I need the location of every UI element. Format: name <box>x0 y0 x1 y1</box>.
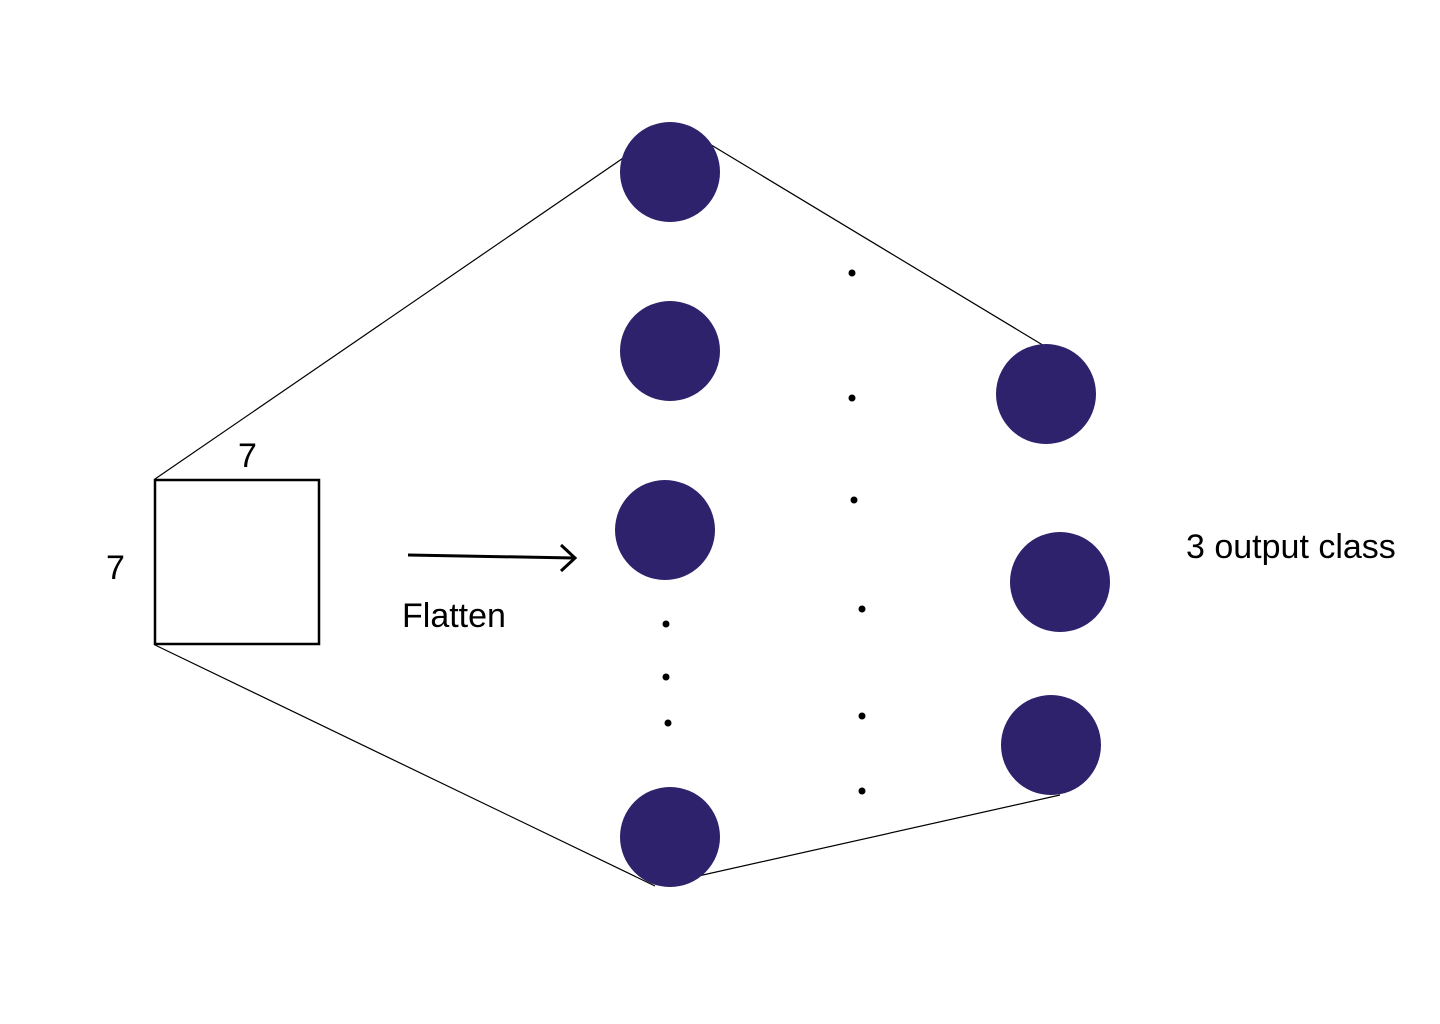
input-square <box>153 478 321 646</box>
output-label: 3 output class <box>1186 528 1396 566</box>
output-node <box>1001 695 1101 795</box>
connector-top-left <box>154 140 649 480</box>
hidden-node <box>620 122 720 222</box>
ellipsis-dot <box>858 605 866 613</box>
ellipsis-dot <box>858 787 866 795</box>
flatten-label: Flatten <box>402 597 506 635</box>
ellipsis-dot <box>848 269 856 277</box>
hidden-node <box>620 301 720 401</box>
ellipsis-dot <box>850 496 858 504</box>
connector-bottom-right <box>675 794 1061 882</box>
connector-bottom-left <box>154 644 656 887</box>
hidden-node <box>620 787 720 887</box>
width-label: 7 <box>238 437 257 475</box>
ellipsis-dot <box>858 712 866 720</box>
hidden-node <box>615 480 715 580</box>
connector-top-right <box>697 136 1047 348</box>
output-node <box>1010 532 1110 632</box>
ellipsis-dot <box>662 673 670 681</box>
output-node <box>996 344 1096 444</box>
flatten-arrow <box>407 543 578 573</box>
ellipsis-dot <box>664 719 672 727</box>
ellipsis-dot <box>848 394 856 402</box>
height-label: 7 <box>106 549 125 587</box>
ellipsis-dot <box>662 620 670 628</box>
